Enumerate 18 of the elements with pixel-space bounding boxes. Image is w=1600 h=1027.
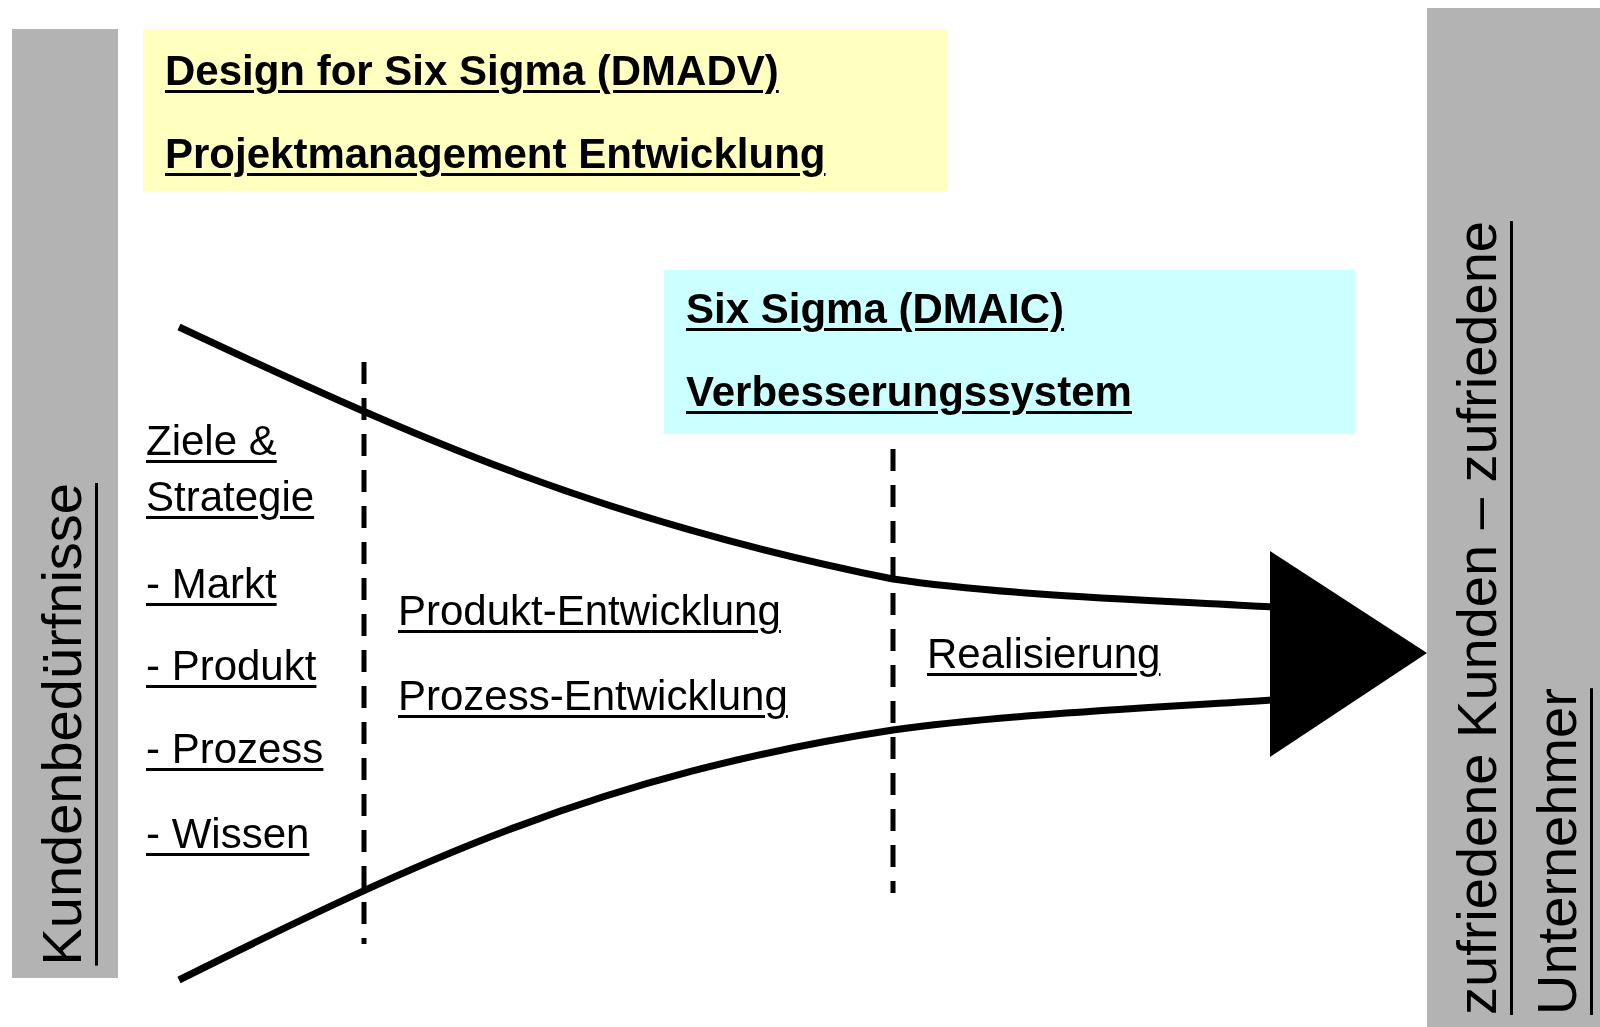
phase-label: Prozess-Entwicklung — [398, 671, 788, 721]
panel-heading: Projektmanagement Entwicklung — [165, 129, 826, 179]
phase-label: - Markt — [146, 559, 277, 609]
phase-label: Ziele & Strategie — [146, 416, 316, 522]
panel-heading: Six Sigma (DMAIC) — [686, 284, 1065, 334]
phase-label: - Produkt — [146, 641, 317, 691]
rotated-heading: Kundenbedürfnisse — [29, 483, 94, 966]
title-panel — [143, 29, 947, 191]
panel-heading: Verbesserungssystem — [686, 367, 1132, 417]
phase-label: Realisierung — [927, 629, 1161, 679]
side-bar — [1427, 8, 1600, 1027]
title-panel — [664, 270, 1355, 434]
side-bar — [12, 29, 118, 978]
phase-label: - Wissen — [146, 809, 310, 859]
panel-heading: Design for Six Sigma (DMADV) — [165, 46, 779, 96]
rotated-heading: zufriedene Kunden – zufriedene Unternehmer — [1444, 220, 1589, 1015]
phase-label: - Prozess — [146, 724, 324, 774]
phase-label: Produkt-Entwicklung — [398, 586, 781, 636]
